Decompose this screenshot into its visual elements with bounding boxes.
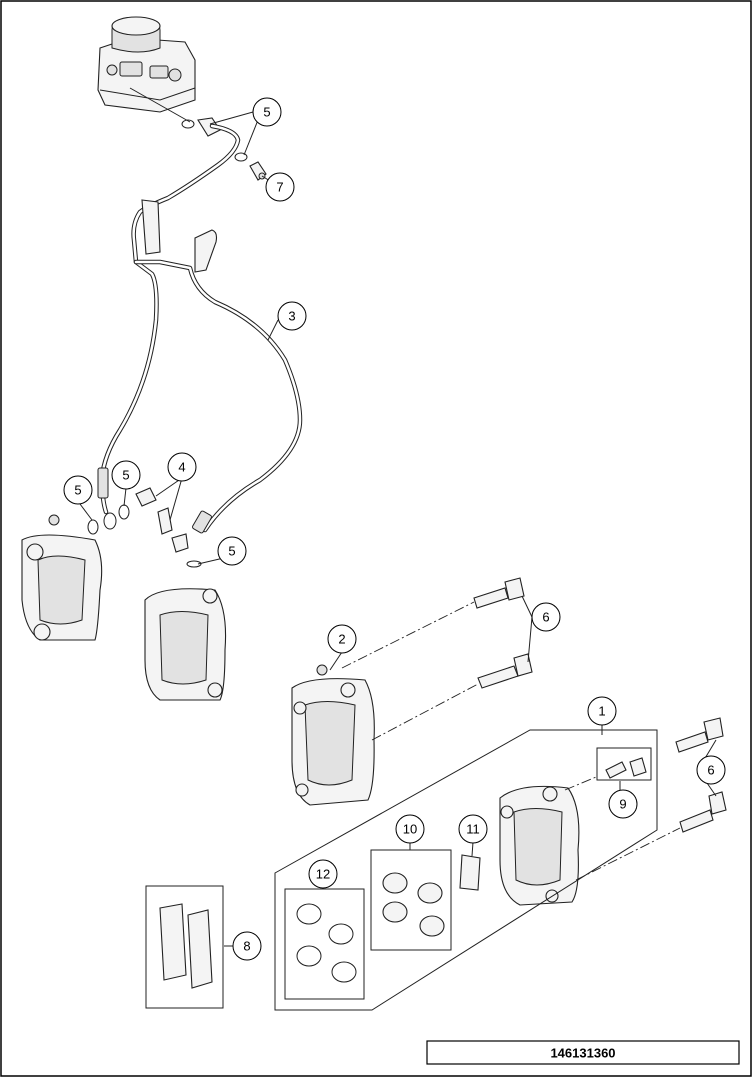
- caliper-left-small: [21, 514, 103, 641]
- callout-5-left: 5: [63, 475, 93, 505]
- callout-2: 2: [327, 624, 357, 654]
- banjo-fittings: [87, 487, 202, 568]
- callout-7-label: 7: [276, 180, 283, 195]
- caliper-2: [291, 664, 375, 806]
- callout-4-label: 4: [178, 460, 185, 475]
- callout-5-lower: 5: [217, 536, 247, 566]
- reference-number-box: 146131360: [426, 1040, 740, 1065]
- caliper-right-small: [144, 588, 227, 701]
- callout-1: 1: [587, 696, 617, 726]
- callout-5-middle-label: 5: [122, 468, 129, 483]
- callout-8: 8: [232, 931, 262, 961]
- brake-pads: [145, 885, 224, 1009]
- repair-kit-outline: [274, 729, 658, 1011]
- callout-6-lower: 6: [696, 755, 726, 785]
- mounting-bolts: [341, 577, 727, 881]
- callout-8-label: 8: [243, 939, 250, 954]
- callout-4: 4: [167, 452, 197, 482]
- pad-spring: [459, 854, 481, 891]
- callout-5-lower-label: 5: [228, 544, 235, 559]
- callout-11: 11: [458, 814, 488, 844]
- piston-seals: [284, 888, 365, 1000]
- callout-5-middle: 5: [111, 460, 141, 490]
- caliper-1: [499, 785, 580, 906]
- pistons: [370, 849, 452, 951]
- callout-10: 10: [395, 814, 425, 844]
- callout-5-left-label: 5: [74, 483, 81, 498]
- callout-6-upper: 6: [531, 602, 561, 632]
- callout-5-top: 5: [252, 97, 282, 127]
- callout-6-upper-label: 6: [542, 610, 549, 625]
- callout-12: 12: [308, 859, 338, 889]
- callout-6-lower-label: 6: [707, 763, 714, 778]
- abs-modulator-unit: [97, 16, 196, 123]
- callout-11-label: 11: [466, 822, 480, 837]
- callout-5-top-label: 5: [263, 105, 270, 120]
- callout-7: 7: [265, 172, 295, 202]
- callout-12-label: 12: [316, 867, 330, 882]
- callout-10-label: 10: [403, 822, 417, 837]
- callout-9: 9: [608, 789, 638, 819]
- bleeder-valve: [596, 747, 652, 781]
- callout-3: 3: [277, 301, 307, 331]
- reference-number: 146131360: [550, 1046, 615, 1061]
- callout-2-label: 2: [338, 632, 345, 647]
- callout-3-label: 3: [288, 309, 295, 324]
- callout-9-label: 9: [619, 797, 626, 812]
- callout-1-label: 1: [598, 704, 605, 719]
- brake-hoses: [97, 123, 303, 534]
